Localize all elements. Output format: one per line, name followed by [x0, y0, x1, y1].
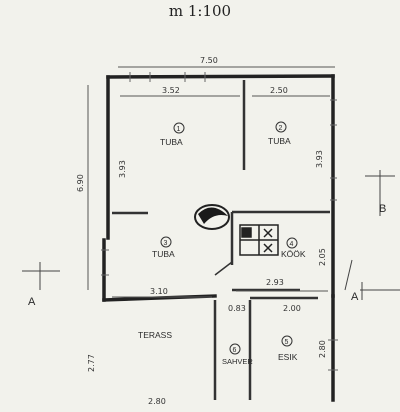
kitchen-stove-icon: [239, 224, 279, 256]
room-5-name: ESIK: [278, 352, 298, 362]
room-4: 4 KÖÖK: [281, 237, 306, 259]
dim-esik-width: 2.00: [283, 304, 301, 313]
stove: [194, 204, 230, 230]
dimension-lines: [87, 66, 335, 298]
room-labels: 1 TUBA 2 TUBA 3 TUBA 4 KÖÖK 5 ESIK 6 SAH…: [138, 121, 306, 366]
dim-sahver-width: 0.83: [228, 304, 246, 313]
room-2-name: TUBA: [268, 136, 291, 146]
room-3-name: TUBA: [152, 249, 175, 259]
wall-top: [106, 74, 335, 79]
room-6: 6 SAHVER: [222, 343, 253, 366]
window-markers: [101, 72, 338, 371]
dim-kitchen-width: 2.93: [266, 278, 284, 287]
room-6-number: 6: [233, 347, 237, 354]
section-letters: A A B: [28, 203, 386, 308]
room-4-name: KÖÖK: [281, 249, 306, 259]
dim-room1-width: 3.52: [162, 86, 180, 95]
room-1-number: 1: [177, 126, 181, 133]
room-3-number: 3: [164, 240, 168, 247]
dim-room2-width: 2.50: [270, 86, 288, 95]
dim-kitchen-depth: 2.05: [318, 248, 327, 266]
room-5-number: 5: [285, 339, 289, 346]
scale-label: m 1:100: [168, 2, 232, 20]
room-3: 3 TUBA: [152, 236, 175, 259]
dim-top-width: 7.50: [200, 56, 218, 65]
room-6-name: SAHVER: [222, 357, 253, 366]
dimension-labels: 7.50 6.90 3.52 2.50 3.93 3.93 3.10 2.93 …: [76, 56, 327, 406]
section-a-left: A: [28, 296, 36, 308]
dim-room2-depth: 3.93: [315, 150, 324, 168]
dim-room1-depth: 3.93: [118, 160, 127, 178]
dim-esik-depth: 2.80: [318, 340, 327, 358]
room-2-number: 2: [279, 125, 283, 132]
room-1-name: TUBA: [160, 137, 183, 147]
dim-terass-width: 2.80: [148, 397, 166, 406]
terrace-label: TERASS: [138, 330, 172, 340]
room-1: 1 TUBA: [160, 122, 185, 147]
section-lines: [22, 170, 400, 300]
door-swing: [214, 261, 233, 276]
room-5: 5 ESIK: [278, 335, 298, 362]
inner-walls: [112, 80, 330, 400]
dim-terass-depth: 2.77: [87, 354, 96, 372]
outer-walls: [102, 74, 335, 402]
room-2: 2 TUBA: [268, 121, 291, 146]
dim-left-height: 6.90: [76, 174, 85, 192]
dim-room3-width: 3.10: [150, 287, 168, 296]
section-b: B: [379, 203, 386, 215]
section-a-right: A: [351, 291, 359, 303]
room-4-number: 4: [290, 241, 294, 248]
